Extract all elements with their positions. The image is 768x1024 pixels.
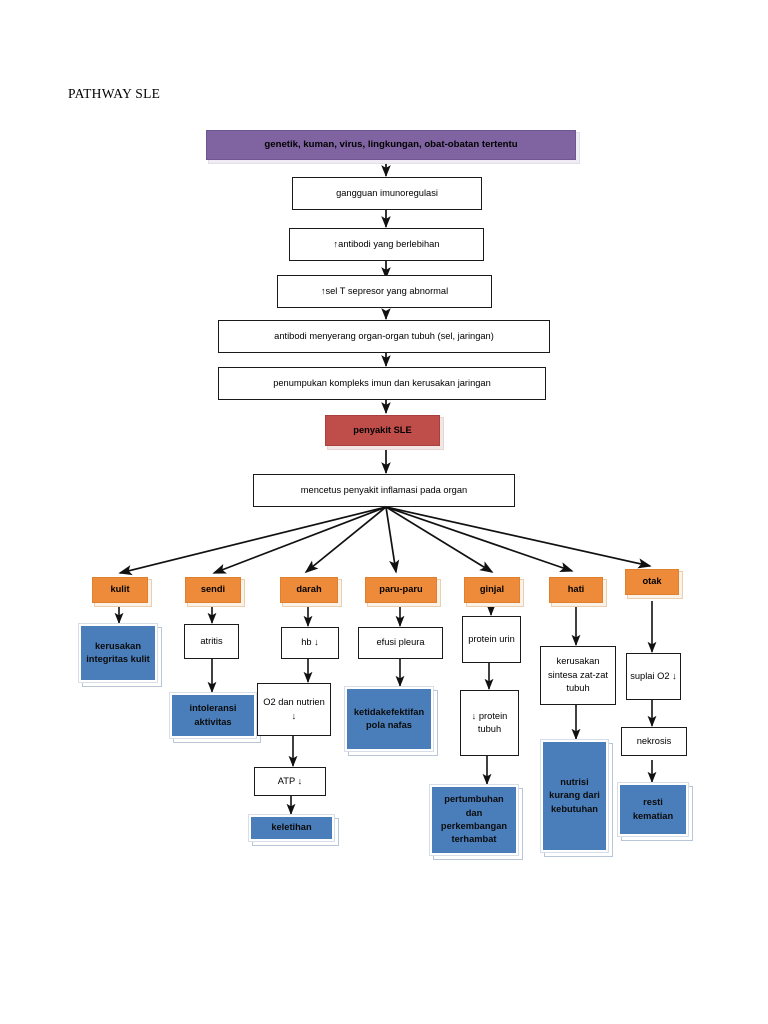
node-o2-dan-nutrien-turun: O2 dan nutrien ↓ xyxy=(257,683,331,736)
organ-sendi: sendi xyxy=(185,577,241,603)
node-protein-urin: protein urin xyxy=(462,616,521,663)
node-gangguan-imunoregulasi: gangguan imunoregulasi xyxy=(292,177,482,210)
outcome-resti-kematian: resti kematian xyxy=(617,782,689,837)
node-protein-tubuh-turun: ↓ protein tubuh xyxy=(460,690,519,756)
node-atp-turun: ATP ↓ xyxy=(254,767,326,796)
node-penyakit-sle: penyakit SLE xyxy=(325,415,440,446)
outcome-nutrisi-kurang: nutrisi kurang dari kebutuhan xyxy=(540,739,609,853)
node-antibodi-menyerang-organ: antibodi menyerang organ-organ tubuh (se… xyxy=(218,320,550,353)
organ-hati: hati xyxy=(549,577,603,603)
outcome-kerusakan-integritas-kulit: kerusakan integritas kulit xyxy=(78,623,158,683)
node-nekrosis: nekrosis xyxy=(621,727,687,756)
node-penumpukan-kompleks-imun: penumpukan kompleks imun dan kerusakan j… xyxy=(218,367,546,400)
organ-ginjal: ginjal xyxy=(464,577,520,603)
organ-kulit: kulit xyxy=(92,577,148,603)
organ-otak: otak xyxy=(625,569,679,595)
node-suplai-o2-turun: suplai O2 ↓ xyxy=(626,653,681,700)
node-trigger: genetik, kuman, virus, lingkungan, obat-… xyxy=(206,130,576,160)
node-antibodi-berlebihan: ↑antibodi yang berlebihan xyxy=(289,228,484,261)
outcome-keletihan: keletihan xyxy=(248,814,335,842)
outcome-pertumbuhan-terhambat: pertumbuhan dan perkembangan terhambat xyxy=(429,784,519,856)
node-sel-t-sepresor: ↑sel T sepresor yang abnormal xyxy=(277,275,492,308)
organ-darah: darah xyxy=(280,577,338,603)
organ-paru-paru: paru-paru xyxy=(365,577,437,603)
node-efusi-pleura: efusi pleura xyxy=(358,627,443,659)
outcome-ketidakefektifan-pola-nafas: ketidakefektifan pola nafas xyxy=(344,686,434,752)
node-mencetus-inflamasi: mencetus penyakit inflamasi pada organ xyxy=(253,474,515,507)
node-kerusakan-sintesa-zat: kerusakan sintesa zat-zat tubuh xyxy=(540,646,616,705)
outcome-intoleransi-aktivitas: intoleransi aktivitas xyxy=(169,692,257,739)
node-atritis: atritis xyxy=(184,624,239,659)
node-hb-turun: hb ↓ xyxy=(281,627,339,659)
page-title: PATHWAY SLE xyxy=(68,86,161,101)
